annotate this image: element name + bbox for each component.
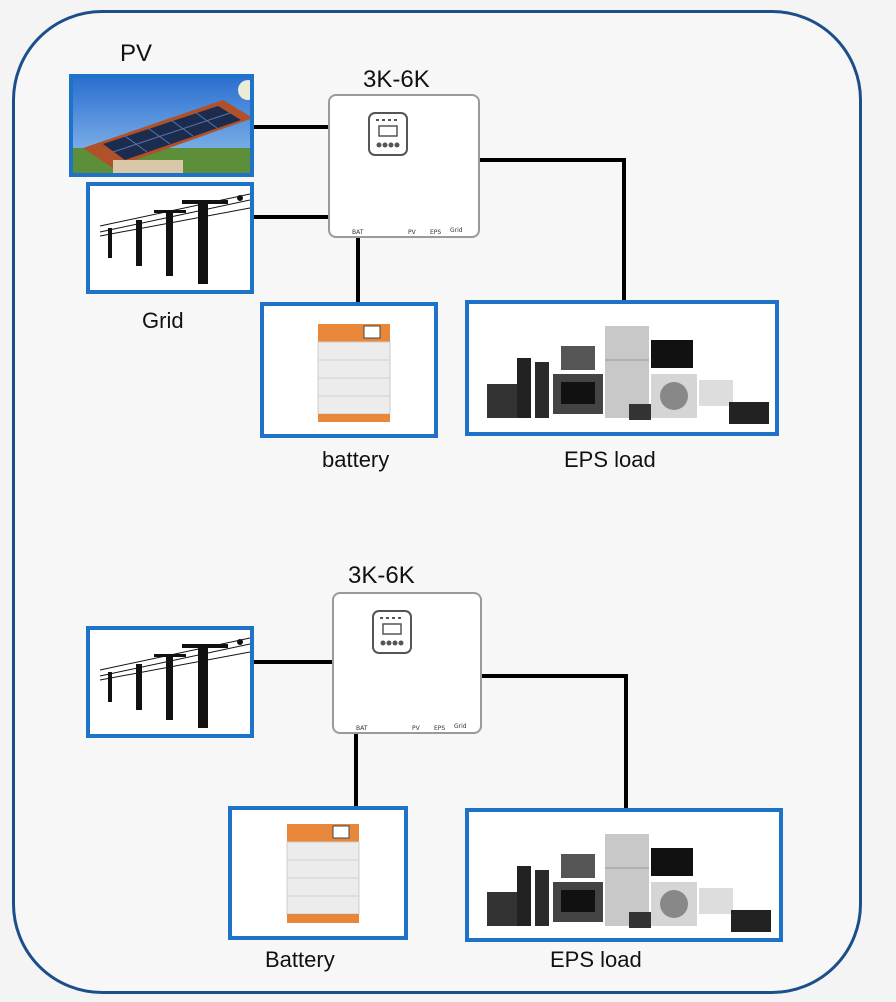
wire-inverter-load-v-bottom (624, 674, 628, 810)
eps-load-box-bottom (465, 808, 783, 942)
eps-load-label-bottom: EPS load (550, 947, 642, 972)
eps-load-label: EPS load (564, 447, 656, 472)
inverter-label-bottom: 3K-6K (348, 562, 415, 589)
port-bat: BAT (356, 725, 368, 732)
appliances-icon (487, 326, 769, 424)
port-bat: BAT (352, 229, 364, 236)
power-pole-icon (99, 637, 250, 728)
wire-inverter-load-v (622, 158, 626, 302)
port-pv: PV (408, 229, 416, 236)
grid-label: Grid (142, 308, 184, 333)
inverter-bottom: BAT PV EPS Grid (332, 592, 482, 734)
solar-roof-icon (73, 78, 250, 173)
wire-inverter-load-h-bottom (482, 674, 628, 678)
battery-box-bottom (228, 806, 408, 940)
battery-label-bottom: Battery (265, 947, 335, 972)
port-grid: Grid (454, 723, 467, 730)
inverter-top: BAT PV EPS Grid (328, 94, 480, 238)
battery-stack-icon (317, 324, 391, 422)
battery-stack-icon (286, 824, 360, 923)
battery-label: battery (322, 447, 390, 472)
wire-inverter-load-h (480, 158, 626, 162)
port-eps: EPS (434, 725, 446, 732)
pv-label: PV (120, 40, 153, 67)
port-grid: Grid (450, 227, 463, 234)
inverter-display-icon (372, 610, 412, 654)
wire-grid-inverter (252, 215, 330, 219)
wire-grid-inverter-bottom (252, 660, 332, 664)
wire-inverter-battery (356, 238, 360, 302)
inverter-display-icon (368, 112, 408, 156)
power-pole-icon (99, 193, 250, 284)
appliances-icon (487, 834, 771, 932)
battery-box (260, 302, 438, 438)
port-pv: PV (412, 725, 420, 732)
pv-panel-box (69, 74, 254, 177)
wire-pv-inverter (252, 125, 330, 129)
grid-box-bottom (86, 626, 254, 738)
wire-inverter-battery-bottom (354, 734, 358, 806)
grid-box (86, 182, 254, 294)
inverter-label-top: 3K-6K (363, 66, 430, 93)
eps-load-box (465, 300, 779, 436)
port-eps: EPS (430, 229, 442, 236)
